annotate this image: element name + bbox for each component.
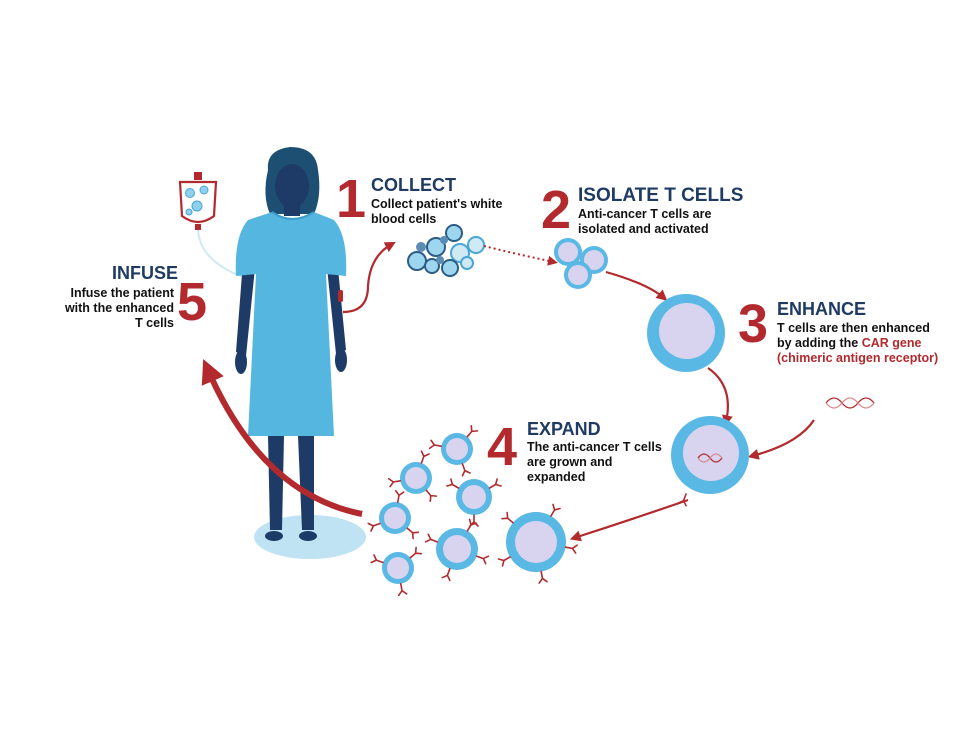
step-1-line-1: Collect patient's white (371, 197, 503, 211)
step-3-line-2: by adding the CAR gene (777, 336, 938, 351)
iv-bag-icon (178, 172, 247, 279)
step-4-number: 4 (487, 417, 518, 477)
arrow-collect (342, 241, 396, 314)
arrow-car-gene (747, 419, 815, 460)
step-4-line-2: are grown and (527, 455, 613, 469)
blood-cells (407, 224, 485, 277)
step-1-number: 1 (336, 169, 367, 229)
car-gene-highlight: CAR gene (861, 336, 922, 350)
dna-strand-icon (825, 397, 875, 409)
arrow-infuse (201, 358, 363, 517)
step-4-title: EXPAND (527, 419, 601, 439)
step-5-title: INFUSE (111, 263, 178, 283)
step-3-description: T cells are then enhanced by adding the … (777, 321, 938, 366)
step-2-line-2: isolated and activated (578, 222, 709, 236)
step-5-line-2: with the enhanced (64, 301, 174, 315)
step-2-line-1: Anti-cancer T cells are (578, 207, 712, 221)
step-2-description: Anti-cancer T cells are isolated and act… (578, 207, 711, 237)
step-3-line-3: (chimeric antigen receptor) (777, 351, 939, 365)
step-1-description: Collect patient's white blood cells (371, 197, 502, 227)
step-3-title: ENHANCE (777, 299, 867, 319)
arrow-enhance (605, 270, 668, 301)
step-4-line-1: The anti-cancer T cells (527, 440, 662, 454)
t-cell-large (647, 294, 725, 372)
car-t-cells (367, 424, 578, 597)
t-cell-enhanced (671, 416, 749, 507)
isolated-t-cells (554, 238, 608, 289)
step-5-number: 5 (177, 272, 208, 332)
step-3-line-1: T cells are then enhanced (777, 321, 930, 335)
step-3-line-2-text: by adding the (777, 336, 859, 350)
step-4-description: The anti-cancer T cells are grown and ex… (527, 440, 662, 485)
step-1-line-2: blood cells (371, 212, 437, 226)
arrow-down (707, 367, 733, 427)
patient-figure (235, 147, 347, 541)
step-5-line-3: T cells (135, 316, 174, 330)
step-5-description: Infuse the patient with the enhanced T c… (40, 286, 174, 331)
step-1-title: COLLECT (371, 175, 456, 195)
arrow-expand (569, 498, 689, 542)
step-4-line-3: expanded (527, 470, 586, 484)
step-5-line-1: Infuse the patient (70, 286, 174, 300)
step-2-number: 2 (541, 180, 572, 240)
step-3-number: 3 (738, 294, 769, 354)
arrow-isolate (483, 245, 558, 266)
step-2-title: ISOLATE T CELLS (578, 185, 744, 206)
